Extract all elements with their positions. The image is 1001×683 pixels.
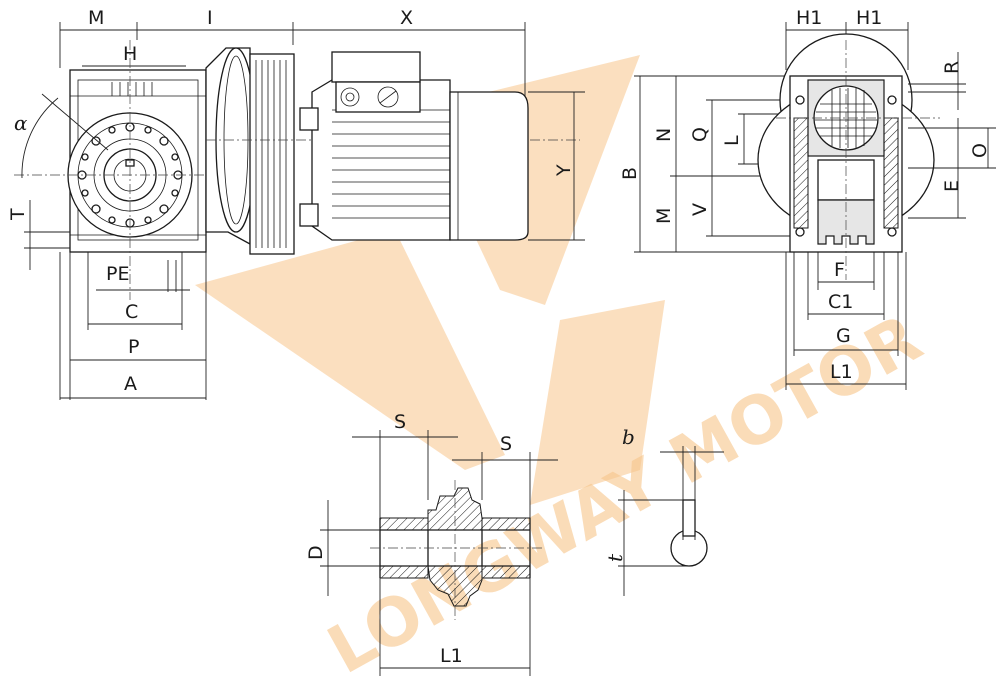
dim-label-c1: C1 bbox=[828, 291, 853, 313]
dim-label-t-key: t bbox=[603, 553, 627, 562]
dim-label-t: T bbox=[7, 208, 29, 221]
dim-label-l1-shaft: L1 bbox=[440, 645, 463, 667]
dim-label-o: O bbox=[969, 143, 991, 158]
dim-label-l1: L1 bbox=[830, 361, 853, 383]
dim-label-n: N bbox=[653, 128, 675, 142]
height-dimensions: B N M Q V L bbox=[619, 75, 820, 253]
dim-label-s-left: S bbox=[394, 411, 406, 433]
dim-label-pe: PE bbox=[106, 263, 129, 285]
dim-label-m2: M bbox=[653, 208, 675, 224]
dim-label-l: L bbox=[721, 135, 743, 146]
dim-label-d: D bbox=[305, 545, 327, 560]
adapter-fins bbox=[255, 60, 287, 248]
side-view: H1 H1 R O bbox=[757, 7, 996, 390]
front-view: M I X H bbox=[7, 7, 585, 400]
dim-label-s-right: S bbox=[500, 433, 512, 455]
dim-label-v: V bbox=[689, 203, 711, 216]
dim-label-q: Q bbox=[689, 127, 711, 142]
dim-label-b-key: b bbox=[622, 425, 635, 449]
dim-label-r: R bbox=[941, 61, 963, 74]
dim-label-i: I bbox=[207, 7, 213, 29]
dim-label-m: M bbox=[88, 7, 104, 29]
dim-label-h1-right: H1 bbox=[856, 7, 882, 29]
dim-label-p: P bbox=[128, 336, 139, 358]
dim-label-e: E bbox=[941, 180, 963, 192]
dim-label-b: B bbox=[619, 167, 641, 180]
dim-label-a: A bbox=[124, 373, 137, 395]
dim-label-h1-left: H1 bbox=[796, 7, 822, 29]
dim-label-g: G bbox=[836, 325, 851, 347]
dim-label-c: C bbox=[125, 301, 138, 323]
dim-label-y: Y bbox=[553, 164, 575, 177]
hollow-shaft-section: S S D L1 bbox=[305, 411, 724, 676]
dim-label-f: F bbox=[834, 259, 845, 281]
dim-label-x: X bbox=[400, 7, 413, 29]
dim-label-alpha: α bbox=[14, 111, 28, 135]
